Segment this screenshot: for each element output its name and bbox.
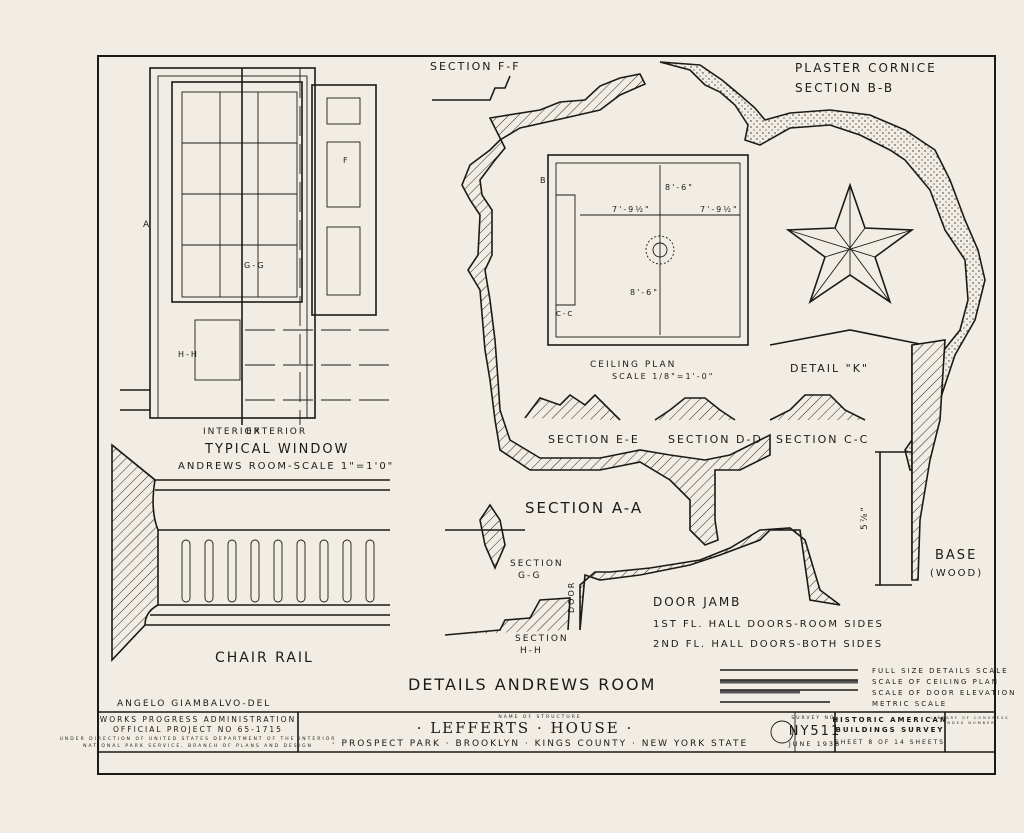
section-ee-label: SECTION E-E (548, 433, 640, 446)
section-mark-c: C-C (556, 310, 574, 318)
section-hh-profile (444, 597, 571, 636)
door-note-1: 1ST FL. HALL DOORS-ROOM SIDES (653, 619, 884, 630)
detail-k-label: DETAIL "K" (790, 362, 869, 375)
door-jamb-profile (579, 527, 841, 631)
agency-line-3: UNDER DIRECTION OF UNITED STATES DEPARTM… (60, 736, 337, 742)
section-mark-a: A (143, 220, 151, 230)
door-note-2: 2ND FL. HALL DOORS-BOTH SIDES (653, 639, 883, 650)
library-line-1: LIBRARY OF CONGRESS (930, 716, 1009, 720)
interior-label: INTERIOR (203, 427, 262, 437)
section-cc-profile (769, 394, 866, 421)
chair-rail-detail (111, 443, 390, 663)
name-caption: NAME OF STRUCTURE (498, 714, 581, 720)
base-dimension: 5⅞" (860, 505, 870, 530)
agency-line-2: OFFICIAL PROJECT NO 65-1715 (113, 725, 283, 734)
scale-label: METRIC SCALE (872, 700, 947, 708)
section-gg-sub: G-G (518, 571, 542, 581)
dimension-label: 7'-9½" (700, 205, 739, 214)
dimension-label: 8'-6" (665, 183, 694, 192)
scale-label: SCALE OF CEILING PLAN (872, 678, 999, 686)
scale-label: SCALE OF DOOR ELEVATION (872, 689, 1016, 697)
typical-window-elevation: A G-G H-H F (120, 67, 390, 425)
section-gg-label: SECTION (510, 559, 564, 569)
door-jamb-title: DOOR JAMB (653, 595, 741, 609)
section-mark-f: F (343, 156, 350, 165)
wood-label: (WOOD) (930, 568, 983, 579)
ceiling-plan-label: CEILING PLAN (590, 360, 676, 370)
structure-location: · PROSPECT PARK · BROOKLYN · KINGS COUNT… (332, 739, 748, 749)
section-ff-profile (432, 75, 511, 101)
agency-line-1: WORKS PROGRESS ADMINISTRATION (100, 715, 296, 724)
scale-label: FULL SIZE DETAILS SCALE (872, 667, 1009, 675)
scale-bars (720, 669, 858, 703)
seal-icon (770, 720, 794, 744)
section-ff-label: SECTION F-F (430, 60, 521, 73)
survey-name-2: BUILDINGS SURVEY (836, 726, 945, 734)
plaster-cornice-label: PLASTER CORNICE (795, 61, 937, 75)
dimension-label: 7'-9½" (612, 205, 651, 214)
section-aa-profile (461, 73, 771, 546)
sheet-border (97, 55, 996, 775)
dimension-label: 8'-6" (630, 288, 659, 297)
typical-window-title: TYPICAL WINDOW (204, 442, 349, 457)
survey-caption: SURVEY NO. (791, 715, 838, 721)
exterior-label: EXTERIOR (246, 427, 307, 437)
survey-number: NY511 (789, 724, 841, 739)
base-profile (875, 345, 913, 586)
section-mark-b: B (540, 176, 548, 185)
library-line-2: INDEX NUMBER (944, 721, 995, 725)
section-ee-profile (524, 393, 621, 421)
agency-line-4: NATIONAL PARK SERVICE, BRANCH OF PLANS A… (83, 743, 313, 749)
ceiling-plan-scale: SCALE 1/8"=1'-0" (612, 372, 714, 381)
section-gg-profile (445, 503, 525, 571)
section-hh-label: SECTION (515, 634, 569, 644)
section-bb-label: SECTION B-B (795, 81, 894, 95)
section-dd-label: SECTION D-D (668, 433, 763, 446)
structure-name: · LEFFERTS · HOUSE · (417, 719, 634, 737)
delineator-credit: ANGELO GIAMBALVO-DEL (117, 699, 271, 709)
section-mark-h: H-H (178, 350, 199, 359)
section-aa-label: SECTION A-A (525, 499, 643, 517)
survey-date: JUNE 1936 (788, 740, 841, 748)
section-hh-sub: H-H (520, 646, 543, 656)
title-block (98, 711, 995, 753)
survey-name-1: HISTORIC AMERICAN (832, 716, 947, 724)
chair-rail-title: CHAIR RAIL (215, 650, 314, 666)
base-label: BASE (935, 548, 977, 563)
section-mark-g: G-G (244, 261, 266, 270)
drawing-title: DETAILS ANDREWS ROOM (408, 675, 656, 694)
section-cc-label: SECTION C-C (776, 433, 869, 446)
sheet-number: SHEET 8 OF 14 SHEETS (835, 739, 945, 746)
ceiling-plan: 7'-9½" 7'-9½" 8'-6" 8'-6" B C-C (540, 154, 749, 346)
section-dd-profile (654, 397, 736, 421)
window-scale-label: ANDREWS ROOM-SCALE 1"=1'0" (178, 461, 394, 472)
door-label: DOOR (567, 581, 576, 613)
